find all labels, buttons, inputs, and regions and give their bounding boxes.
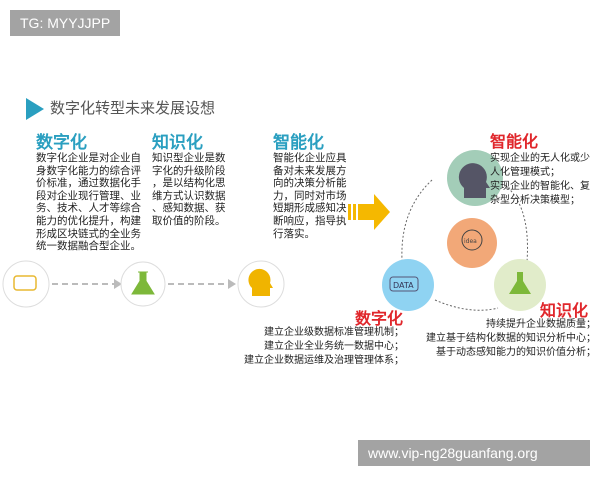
intelligent-text: 实现企业的无人化或少人化管理模式；实现企业的智能化、复杂型分析决策模型； [490, 153, 590, 206]
dotted-arrow [504, 184, 528, 281]
column-text: 数字化企业是对企业自身数字化能力的综合评价标准，通过数据化手段对企业现行管理、业… [36, 152, 141, 253]
digital-heading: 数字化 [355, 309, 404, 328]
data-circle [2, 260, 50, 308]
dotted-arrow [401, 179, 433, 261]
data-icon [389, 276, 419, 292]
idea-label: idea [464, 238, 477, 245]
column-text: 智能化企业应具备对未来发展方向的决策分析能力，同时对市场短期形成感知决断响应，指… [273, 152, 347, 240]
column-intelligent: 智能化 智能化企业应具备对未来发展方向的决策分析能力，同时对市场短期形成感知决断… [273, 134, 353, 240]
dotted-arrow [434, 299, 499, 311]
data-circle [382, 259, 434, 311]
column-digital: 数字化 数字化企业是对企业自身数字化能力的综合评价标准，通过数据化手段对企业现行… [36, 134, 148, 253]
flask-icon [509, 272, 531, 294]
watermark-bottom: www.vip-ng28guanfang.org [358, 440, 590, 466]
data-icon [13, 275, 37, 291]
lightbulb-icon [461, 229, 483, 251]
watermark-top: TG: MYYJJPP [10, 10, 121, 36]
triangle-icon [26, 98, 44, 120]
column-knowledge: 知识化 知识型企业是数字化的升级阶段，是以结构化思维方式认识数据、感知数据、获取… [152, 134, 232, 228]
data-label: DATA [393, 281, 414, 290]
flask-icon [131, 271, 155, 295]
arrow-head [228, 279, 236, 289]
page-title: 数字化转型未来发展设想 [50, 99, 216, 117]
digital-text: 建立企业级数据标准管理机制；建立企业全业务统一数据中心；建立企业数据运维及治理管… [244, 327, 404, 366]
column-heading: 数字化 [36, 133, 87, 153]
column-text: 知识型企业是数字化的升级阶段，是以结构化思维方式认识数据、感知数据、获取价值的阶… [152, 152, 226, 227]
progress-row [2, 260, 285, 308]
intelligent-block: 智能化 实现企业的无人化或少人化管理模式；实现企业的智能化、复杂型分析决策模型； [490, 128, 600, 208]
right-arrow-icon [348, 194, 390, 230]
intelligent-heading: 智能化 [490, 132, 539, 151]
idea-circle [447, 218, 497, 268]
head-gears-icon [458, 163, 490, 198]
head-icon [248, 268, 273, 296]
knowledge-text: 持续提升企业数据质量；建立基于结构化数据的知识分析中心；基于动态感知能力的知识价… [426, 319, 596, 358]
arrow-head [114, 279, 122, 289]
column-heading: 知识化 [152, 133, 203, 153]
knowledge-heading: 知识化 [540, 301, 589, 320]
column-heading: 智能化 [273, 133, 324, 153]
cycle-diagram: idea DATA [382, 150, 546, 311]
